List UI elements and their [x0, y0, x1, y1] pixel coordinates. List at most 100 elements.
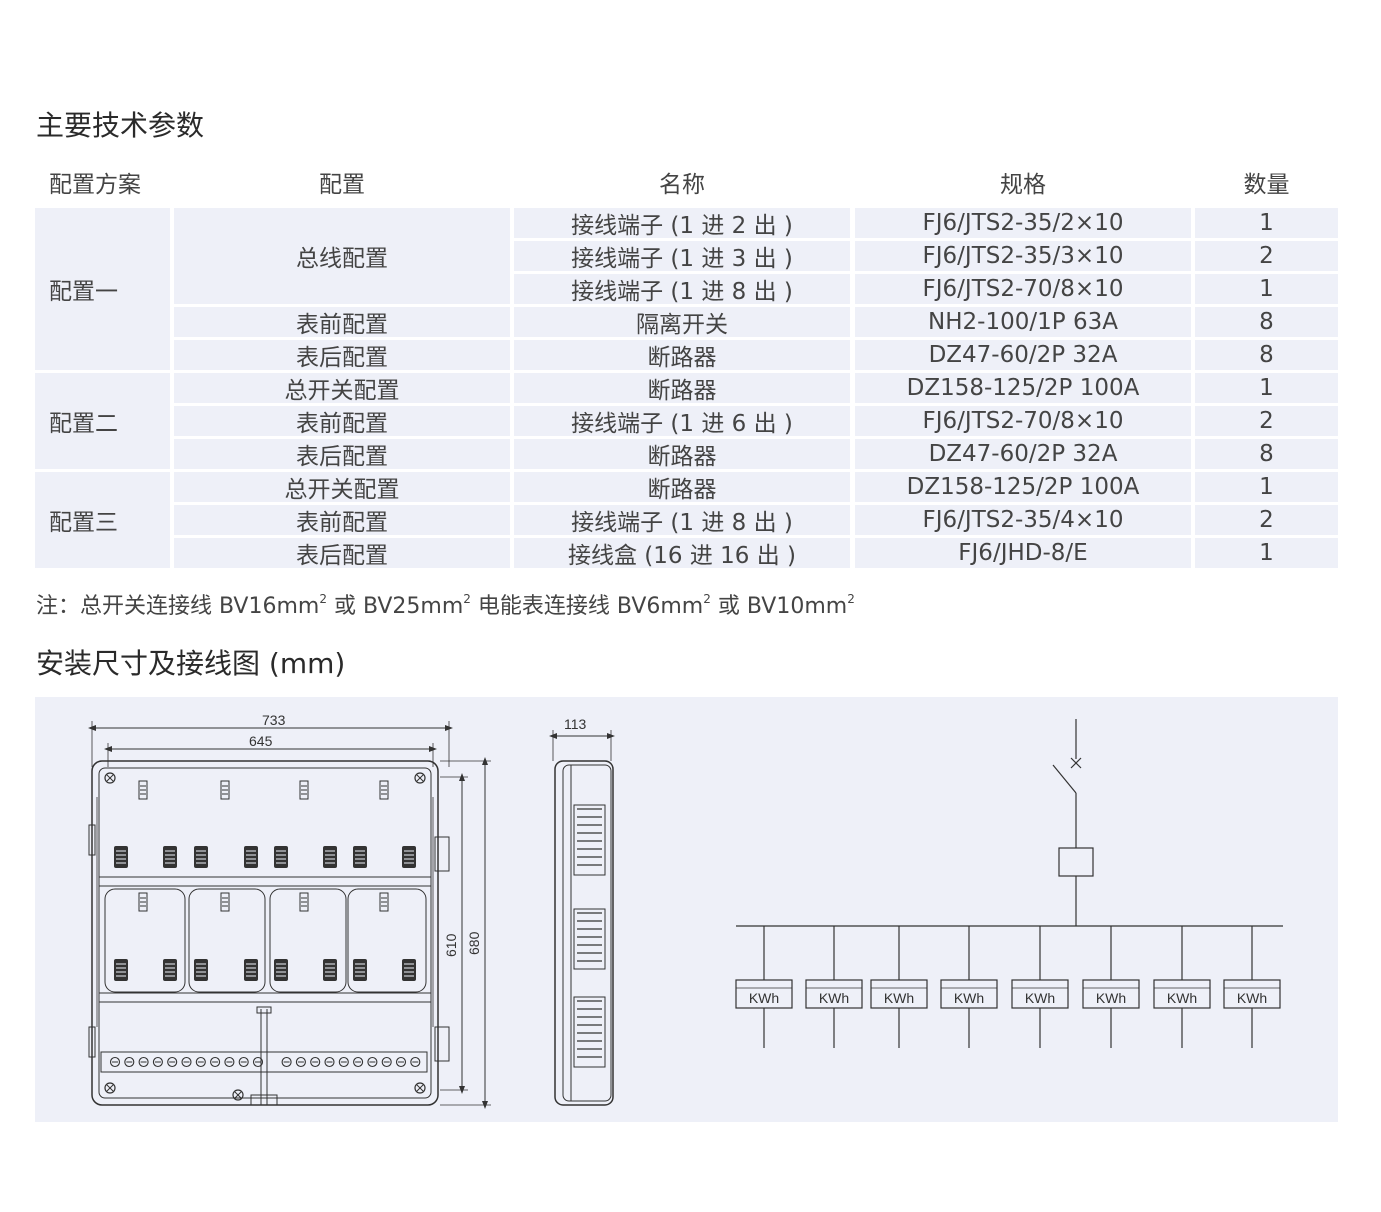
cell-spec: FJ6/JTS2-35/2×10 [855, 208, 1191, 238]
cell-qty: 8 [1195, 439, 1338, 469]
dim-outer-width: 733 [262, 712, 286, 728]
wiring-diagram [736, 719, 1283, 927]
cell-config: 总开关配置 [174, 472, 510, 503]
cell-config: 总开关配置 [174, 373, 510, 404]
cell-config: 表后配置 [174, 439, 510, 470]
cell-qty: 2 [1195, 241, 1338, 271]
cell-spec: FJ6/JTS2-35/4×10 [855, 505, 1191, 535]
terminal-screw [252, 1056, 264, 1068]
terminal-screw [167, 1056, 178, 1068]
terminal-screw [367, 1056, 378, 1068]
meter-label: KWh [1096, 990, 1126, 1006]
cell-config: 表前配置 [174, 406, 510, 437]
cell-qty: 8 [1195, 340, 1338, 370]
meter-kwh: KWh [1082, 926, 1140, 1048]
cell-config: 总线配置 [174, 208, 510, 304]
meter-kwh: KWh [870, 926, 928, 1048]
cell-scheme: 配置二 [35, 373, 170, 469]
terminal-screw [224, 1056, 235, 1068]
dim-inner-height: 610 [443, 933, 459, 957]
terminal-screw [410, 1056, 421, 1068]
cell-name: 断路器 [514, 439, 850, 470]
terminal-screw [210, 1056, 221, 1068]
cell-config: 表后配置 [174, 340, 510, 371]
cell-spec: FJ6/JHD-8/E [855, 538, 1191, 568]
terminal-screw [310, 1056, 321, 1068]
diagram-title: 安装尺寸及接线图 (mm) [36, 647, 346, 680]
diagram-svg: 733 645 610 680 [88, 712, 1283, 1109]
cell-spec: FJ6/JTS2-70/8×10 [855, 274, 1191, 304]
cell-spec: FJ6/JTS2-35/3×10 [855, 241, 1191, 271]
meter-kwh: KWh [1153, 926, 1211, 1048]
cell-qty: 2 [1195, 505, 1338, 535]
meter-kwh: KWh [735, 926, 793, 1048]
cell-qty: 1 [1195, 472, 1338, 502]
cell-spec: DZ47-60/2P 32A [855, 439, 1191, 469]
header-name: 名称 [659, 172, 705, 198]
cell-qty: 1 [1195, 373, 1338, 403]
meter-label: KWh [749, 990, 779, 1006]
terminal-screw [324, 1056, 335, 1068]
diagram-panel: 733 645 610 680 [35, 697, 1338, 1122]
cell-name: 接线盒 (16 进 16 出 ) [514, 538, 850, 569]
terminal-screw [295, 1056, 306, 1068]
front-view-dimensions: 733 645 610 680 [88, 712, 491, 1109]
meter-kwh: KWh [805, 926, 863, 1048]
cell-config: 表后配置 [174, 538, 510, 569]
terminal-screw [181, 1056, 192, 1068]
front-view-clips [138, 780, 389, 912]
meter-block-icon [1058, 847, 1094, 877]
cell-name: 接线端子 (1 进 6 出 ) [514, 406, 850, 437]
header-scheme: 配置方案 [49, 172, 141, 198]
meter-kwh: KWh [1223, 926, 1281, 1048]
cell-qty: 1 [1195, 208, 1338, 238]
dim-inner-width: 645 [249, 733, 273, 749]
cell-name: 断路器 [514, 340, 850, 371]
cell-spec: DZ158-125/2P 100A [855, 373, 1191, 403]
cell-name: 隔离开关 [514, 307, 850, 338]
terminal-screw [109, 1056, 121, 1068]
terminal-screw [395, 1056, 407, 1068]
main-switch-icon [1052, 764, 1077, 794]
terminal-screw [238, 1056, 249, 1068]
terminal-screw [338, 1056, 349, 1068]
cell-config: 表前配置 [174, 505, 510, 536]
terminal-screw [381, 1056, 392, 1068]
cell-qty: 1 [1195, 274, 1338, 304]
terminal-screw [195, 1056, 206, 1068]
terminal-strip [109, 1056, 421, 1068]
terminal-screw [281, 1056, 292, 1068]
side-view-ribs [577, 808, 602, 1058]
cell-name: 接线端子 (1 进 2 出 ) [514, 208, 850, 239]
meter-kwh: KWh [940, 926, 998, 1048]
meter-label: KWh [1025, 990, 1055, 1006]
terminal-screw [138, 1056, 149, 1068]
meter-label: KWh [954, 990, 984, 1006]
cell-spec: DZ47-60/2P 32A [855, 340, 1191, 370]
cell-qty: 2 [1195, 406, 1338, 436]
cell-name: 断路器 [514, 373, 850, 404]
cell-spec: NH2-100/1P 63A [855, 307, 1191, 337]
side-view [549, 730, 615, 1106]
dim-depth: 113 [564, 716, 587, 732]
wiring-note: 注：总开关连接线 BV16mm2 或 BV25mm2 电能表连接线 BV6mm2… [36, 592, 855, 619]
cell-name: 接线端子 (1 进 3 出 ) [514, 241, 850, 272]
cell-config: 表前配置 [174, 307, 510, 338]
header-config: 配置 [319, 172, 365, 198]
terminal-screw [152, 1056, 163, 1068]
cell-qty: 1 [1195, 538, 1338, 568]
meter-label: KWh [1237, 990, 1267, 1006]
meter-label: KWh [884, 990, 914, 1006]
meters: KWh KWh KWh KWh KWh KWh KWh KWh [735, 926, 1281, 1048]
meter-label: KWh [1167, 990, 1197, 1006]
params-title: 主要技术参数 [36, 109, 205, 142]
cell-scheme: 配置三 [35, 472, 170, 568]
cell-name: 接线端子 (1 进 8 出 ) [514, 274, 850, 305]
terminal-screw [124, 1056, 135, 1068]
cell-qty: 8 [1195, 307, 1338, 337]
cell-spec: FJ6/JTS2-70/8×10 [855, 406, 1191, 436]
cell-scheme: 配置一 [35, 208, 170, 370]
meter-label: KWh [819, 990, 849, 1006]
cell-spec: DZ158-125/2P 100A [855, 472, 1191, 502]
cell-name: 接线端子 (1 进 8 出 ) [514, 505, 850, 536]
